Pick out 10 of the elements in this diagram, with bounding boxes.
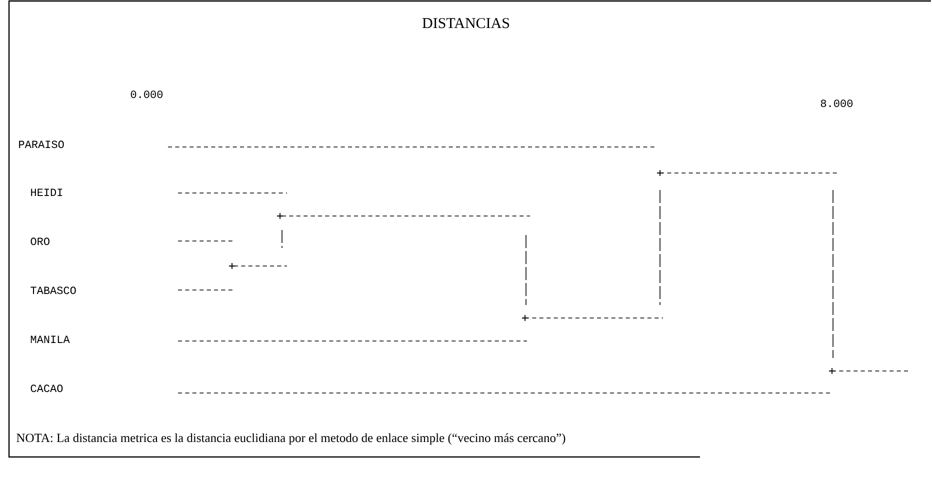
axis-value: 8.000 xyxy=(820,100,853,108)
leaf-label: TABASCO xyxy=(30,286,76,294)
leaf-label: ORO xyxy=(30,238,50,246)
note: NOTA: La distancia metrica es la distancia euclidiana por el metodo de enlace simple (“vecino más cercano”) xyxy=(16,433,566,445)
leaf-label: HEIDI xyxy=(31,188,62,196)
leaf-label: CACAO xyxy=(30,384,63,392)
axis-value: 0.000 xyxy=(130,90,163,98)
leaf-label: MANILA xyxy=(30,336,70,343)
title: DISTANCIAS xyxy=(422,18,510,28)
leaf-label: PARAISO xyxy=(19,140,64,148)
